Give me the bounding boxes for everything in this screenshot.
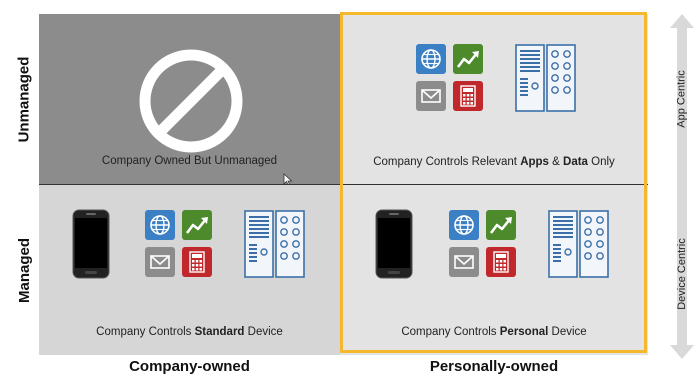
caption-apps-data-only: Company Controls Relevant Apps & Data On… [373, 156, 615, 168]
quadrant-personally-owned-unmanaged: Company Controls Relevant Apps & Data On… [340, 14, 648, 184]
column-label-personally-owned: Personally-owned [429, 358, 559, 375]
server-rack-icon [515, 44, 576, 112]
scale-label-device-centric: Device Centric [676, 238, 688, 310]
server-rack-icon [244, 210, 305, 278]
quadrant-personally-owned-managed: Company Controls Personal Device [340, 185, 648, 355]
quadrant-company-owned-unmanaged: Company Owned But Unmanaged [39, 14, 340, 187]
centric-scale: App Centric Device Centric [668, 14, 696, 359]
caption-unmanaged-company-owned: Company Owned But Unmanaged [101, 155, 278, 167]
caption-standard-device: Company Controls Standard Device [96, 326, 283, 338]
personally-owned-highlight-frame [340, 12, 647, 353]
scale-label-app-centric: App Centric [676, 70, 689, 128]
calculator-icon [182, 247, 212, 277]
row-divider [39, 184, 648, 185]
calculator-icon [486, 247, 516, 277]
quadrant-company-owned-managed: Company Controls Standard Device [39, 185, 340, 355]
mail-icon [416, 81, 446, 111]
caption-personal-device: Company Controls Personal Device [401, 326, 587, 338]
double-arrow-icon [670, 14, 694, 359]
row-label-managed: Managed [15, 237, 33, 303]
trend-chart-icon [453, 44, 483, 74]
prohibited-icon [139, 49, 243, 153]
globe-icon [145, 210, 175, 240]
smartphone-icon [375, 209, 413, 279]
globe-icon [416, 44, 446, 74]
mail-icon [449, 247, 479, 277]
smartphone-icon [72, 209, 110, 279]
row-label-unmanaged: Unmanaged [15, 56, 33, 142]
calculator-icon [453, 81, 483, 111]
mail-icon [145, 247, 175, 277]
server-rack-icon [548, 210, 609, 278]
globe-icon [449, 210, 479, 240]
trend-chart-icon [486, 210, 516, 240]
trend-chart-icon [182, 210, 212, 240]
column-label-company-owned: Company-owned [129, 358, 250, 375]
